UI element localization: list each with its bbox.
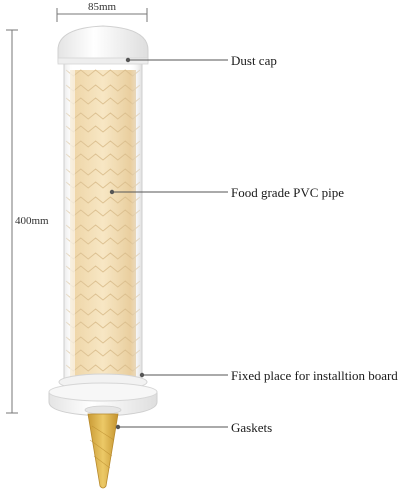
tube-highlight: [70, 64, 75, 376]
callout-dust-cap: Dust cap: [231, 53, 277, 68]
width-dimension: [56, 8, 148, 22]
callout-fixed-place: Fixed place for installtion board: [231, 368, 398, 383]
mounting-base: [48, 373, 158, 417]
height-label: 400mm: [15, 215, 49, 227]
pvc-tube: [63, 59, 143, 383]
width-label: 85mm: [88, 1, 117, 13]
callout-pvc-pipe: Food grade PVC pipe: [231, 185, 345, 200]
dust-cap: [57, 25, 149, 65]
callout-lines: [109, 57, 228, 430]
height-dimension: [6, 29, 18, 414]
callout-gaskets: Gaskets: [231, 420, 273, 435]
dispensed-cone: [87, 413, 119, 489]
